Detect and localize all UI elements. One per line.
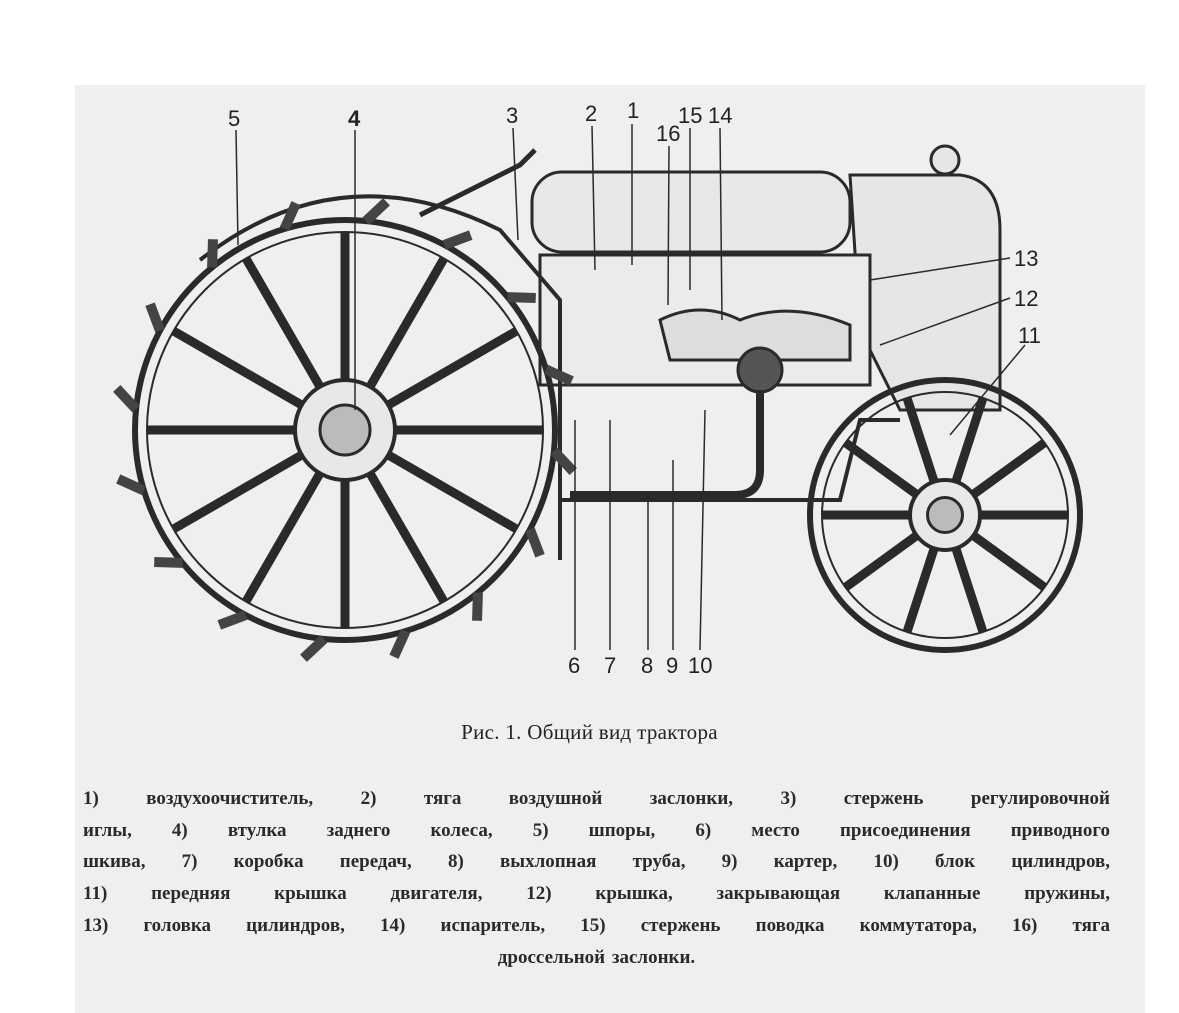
wheel-spoke: [970, 439, 1048, 499]
wheel-lug: [207, 239, 218, 268]
legend-line: шкива, 7) коробка передач, 8) выхлопная …: [83, 851, 1110, 873]
wheel-lug: [362, 198, 390, 225]
wheel-lug: [544, 364, 574, 386]
callout-10: 10: [688, 653, 712, 678]
wheel-spoke: [366, 256, 448, 389]
callout-9: 9: [666, 653, 678, 678]
callout-8: 8: [641, 653, 653, 678]
legend-line: 1) воздухоочиститель, 2) тяга воздушной …: [83, 788, 1110, 809]
callout-16: 16: [656, 121, 680, 146]
wheel-spoke: [171, 451, 304, 533]
wheel-lug: [442, 230, 473, 250]
wheel-lug: [113, 385, 140, 413]
legend-line: дроссельной заслонки.: [497, 946, 696, 968]
wheel-lug: [279, 201, 301, 231]
manifold: [658, 308, 852, 362]
wheel-lug: [525, 527, 545, 558]
steering-column: [418, 148, 537, 218]
legend-line: иглы, 4) втулка заднего колеса, 5) шпоры…: [83, 819, 1110, 841]
wheel-spoke: [242, 471, 324, 604]
wheel-spoke: [171, 327, 304, 409]
wheel-lug: [550, 447, 577, 475]
wheel-lug: [154, 557, 183, 568]
wheel-lug: [217, 610, 248, 630]
wheel-spoke: [842, 439, 920, 499]
radiator-cap: [929, 144, 961, 176]
callout-lines: [235, 124, 1026, 651]
callout-7: 7: [604, 653, 616, 678]
wheel-spoke: [902, 546, 939, 634]
legend-line: 13) головка цилиндров, 14) испаритель, 1…: [83, 914, 1110, 936]
callout-15: 15: [678, 103, 702, 128]
callout-3: 3: [506, 103, 518, 128]
wheel-lug: [389, 629, 411, 659]
wheel-spoke: [951, 396, 988, 484]
callout-5: 5: [228, 106, 240, 131]
legend-line: 11) передняя крышка двигателя, 12) крышк…: [83, 883, 1110, 905]
wheel-rim: [807, 377, 1083, 653]
wheel-lug: [507, 292, 536, 303]
wheel-spoke: [842, 531, 920, 591]
tractor-diagram: 5 4 3 2 1 16 15 14 13 12 11 6 7 8 9 10: [113, 98, 1083, 678]
callout-1: 1: [627, 98, 639, 123]
callout-labels: 5 4 3 2 1 16 15 14 13 12 11 6 7 8 9 10: [228, 98, 1041, 678]
wheel-spoke: [951, 546, 988, 634]
hub-cap: [318, 403, 372, 457]
wheel-lug: [145, 302, 165, 333]
callout-4: 4: [348, 106, 361, 131]
wheel-spoke: [386, 327, 519, 409]
hub-cap: [926, 496, 964, 534]
figure-legend: 1) воздухоочиститель, 2) тяга воздушной …: [83, 783, 1110, 973]
fuel-tank: [530, 170, 852, 254]
front-wheel: [807, 377, 1083, 653]
wheel-spoke: [242, 256, 324, 389]
callout-6: 6: [568, 653, 580, 678]
wheel-spoke: [366, 471, 448, 604]
wheel-rim: [132, 217, 558, 643]
wheel-spoke: [970, 531, 1048, 591]
wheel-lug: [472, 592, 483, 621]
wheel-lug: [300, 635, 328, 662]
rear-fender: [198, 194, 562, 560]
rear-wheel: [113, 198, 577, 662]
callout-2: 2: [585, 101, 597, 126]
wheel-spoke: [902, 396, 939, 484]
wheel-lug: [116, 474, 146, 496]
callout-13: 13: [1014, 246, 1038, 271]
exhaust-pipe: [570, 390, 764, 499]
callout-12: 12: [1014, 286, 1038, 311]
radiator: [848, 173, 1002, 412]
carburetor: [736, 346, 784, 394]
wheel-spoke: [386, 451, 519, 533]
callout-11: 11: [1018, 323, 1041, 348]
callout-14: 14: [708, 103, 732, 128]
figure-caption-title: Рис. 1. Общий вид трактора: [461, 720, 718, 744]
